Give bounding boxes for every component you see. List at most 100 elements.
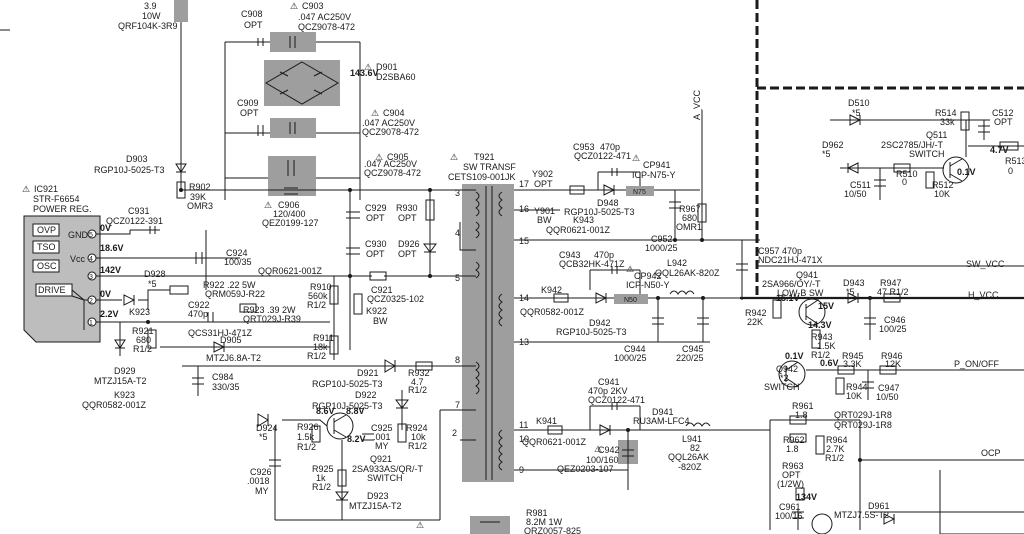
c947-label: C947 <box>878 383 900 393</box>
warning-icon: ⚠ <box>290 1 298 11</box>
transistor-q511 <box>942 156 970 184</box>
resistor-r926 <box>311 425 321 443</box>
warning-icon: ⚠ <box>626 264 634 274</box>
junction <box>701 296 705 300</box>
c942-label: C942 <box>598 445 620 455</box>
r943-label: R943 <box>811 332 833 342</box>
inductor-k941 <box>547 425 563 435</box>
cp942-label: CP942 <box>634 271 662 281</box>
capacitor-c924 <box>195 252 203 264</box>
l942-label: L942 <box>667 258 687 268</box>
r964-w: R1/2 <box>825 453 844 463</box>
resistor-r510 <box>893 163 911 173</box>
r967-w: OMR1 <box>676 222 702 232</box>
warning-icon: ⚠ <box>450 152 458 162</box>
d510-label: D510 <box>848 98 870 108</box>
capacitor-c905-plates <box>284 160 298 195</box>
qrt-pn-1: QRT029J-1R8 <box>834 410 892 420</box>
c943-value: 470p <box>594 250 614 260</box>
fuse-n50: N50 <box>624 297 637 304</box>
junction <box>348 188 352 192</box>
r902-value: 39K <box>190 192 206 202</box>
c511-label: C511 <box>850 180 871 190</box>
c903-pn: QCZ9078-472 <box>298 22 355 32</box>
r967-label: R967 <box>679 204 701 214</box>
sw-vcc-label: SW_VCC <box>966 259 1005 269</box>
c924-value: 100/35 <box>224 257 252 267</box>
r513-value: 0 <box>1008 166 1013 176</box>
warning-icon: ⚠ <box>264 200 272 210</box>
resistor-r902 <box>176 181 186 199</box>
d923-pn: MTZJ15A-T2 <box>349 501 402 511</box>
r963-label: R963 <box>782 461 804 471</box>
c904-label: C904 <box>383 108 405 118</box>
pin1: 1 <box>89 320 93 327</box>
junction <box>348 274 352 278</box>
r902-label: R902 <box>189 182 211 192</box>
capacitor-c961 <box>792 508 804 530</box>
c946-value: 100/25 <box>879 324 907 334</box>
cp941-pn: ICP-N75-Y <box>632 170 676 180</box>
ic921-pn: STR-F6654 <box>33 194 80 204</box>
junction <box>428 188 432 192</box>
c942-value: 100/160 <box>586 455 619 465</box>
q921-leads <box>333 414 347 438</box>
c922-pn: QCS31HJ-471Z <box>188 328 253 338</box>
resistor-r944 <box>835 377 845 395</box>
y901-value: BW <box>537 215 552 225</box>
c929-value: OPT <box>366 213 385 223</box>
d901-label: D901 <box>376 62 398 72</box>
d943-value: *5 <box>846 287 855 297</box>
diode-d921 <box>384 359 396 373</box>
pin-osc: OSC <box>37 261 57 271</box>
ocp-label: OCP <box>981 448 1001 458</box>
resistor-r512 <box>925 171 935 189</box>
d510-value: *5 <box>852 108 861 118</box>
inductor-k922 <box>353 293 363 315</box>
l941-pn2: -820Z <box>678 462 702 472</box>
voltage-151: 15.1V <box>776 293 800 303</box>
d942-pn: RGP10J-5025-T3 <box>556 327 627 337</box>
warning-icon: ⚠ <box>375 152 383 162</box>
r943-w: R1/2 <box>811 350 830 360</box>
d962-value: *5 <box>822 149 831 159</box>
capacitor-c943 <box>589 266 641 298</box>
r925-w: R1/2 <box>312 482 331 492</box>
qrt-pn-2: QRT029J-1R8 <box>834 420 892 430</box>
r932-value: 4.7 <box>411 377 424 387</box>
r930-value: OPT <box>398 213 417 223</box>
warning-icon: ⚠ <box>364 62 372 72</box>
d941-pn: RU3AM-LFC4 <box>633 416 690 426</box>
capacitor-c984 <box>182 365 460 396</box>
d922-pn: RGP10J-5025-T3 <box>312 401 383 411</box>
r961-label: R961 <box>792 401 814 411</box>
k923-label: K923 <box>129 307 150 317</box>
resistor-r-top <box>174 0 188 22</box>
r910-value: 560k <box>308 291 328 301</box>
transformer-core <box>485 186 493 480</box>
tap11: 11 <box>519 420 528 430</box>
transistor-q961 <box>811 513 833 534</box>
d928-value: *5 <box>148 279 157 289</box>
c925-w: MY <box>375 441 389 451</box>
r930-label: R930 <box>396 203 418 213</box>
voltage-134: 134V <box>796 492 817 502</box>
resistor-r981 <box>470 516 510 534</box>
q942-leads <box>785 361 799 387</box>
capacitor-c957 <box>736 240 748 300</box>
junction <box>146 320 150 324</box>
resistor-r963 <box>795 487 805 501</box>
voltage-18: 18.6V <box>100 243 124 253</box>
r512-value: 10K <box>934 189 950 199</box>
inductor-k943 <box>569 185 585 195</box>
resistor-r932 <box>415 361 433 371</box>
shield-boundary <box>755 0 1024 298</box>
a-vcc-label: A_VCC <box>692 89 702 120</box>
capacitor-c947 <box>862 370 874 400</box>
resistor-r514 <box>960 111 970 131</box>
capacitor-c903-plates <box>289 36 296 48</box>
d926-value: OPT <box>398 249 417 259</box>
diode-d903 <box>175 163 187 173</box>
capacitor-c903 <box>270 32 316 52</box>
c512-label: C512 <box>992 108 1014 118</box>
